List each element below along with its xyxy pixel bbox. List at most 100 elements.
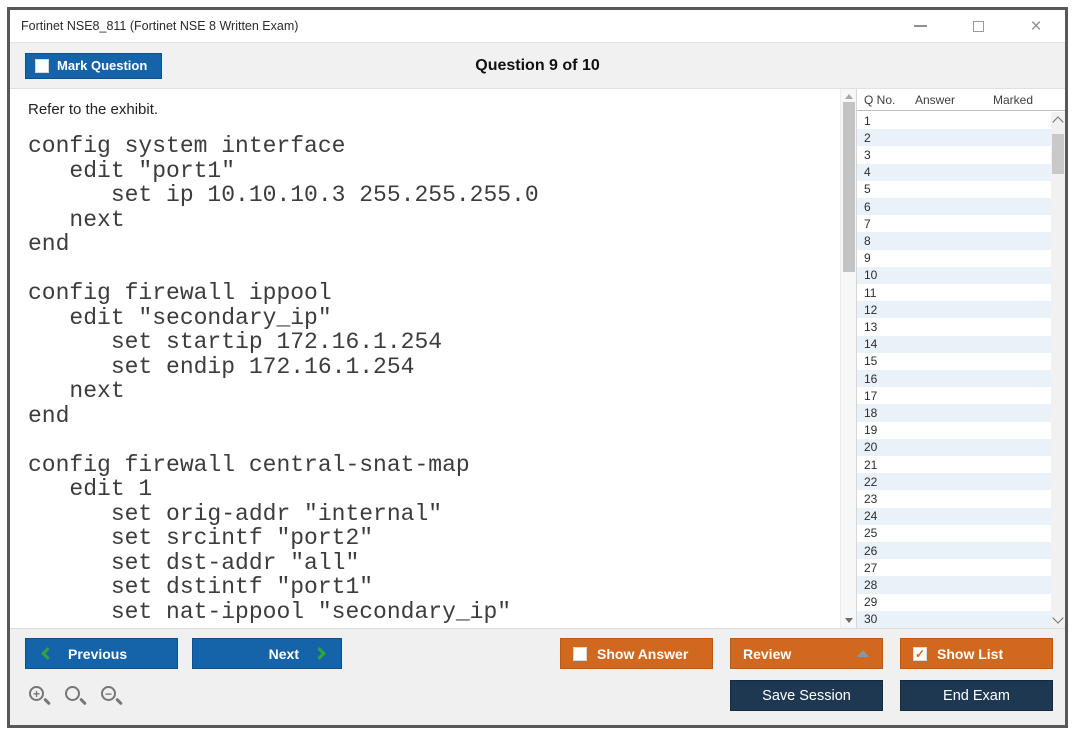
question-number: 9 bbox=[864, 251, 871, 266]
question-list: 1 2 3 4 5 6 7 8 9 10 bbox=[857, 112, 1065, 629]
mark-question-label: Mark Question bbox=[57, 58, 148, 73]
question-list-header: Q No. Answer Marked bbox=[857, 89, 1065, 111]
zoom-controls: + − bbox=[28, 685, 124, 709]
question-list-row[interactable]: 3 bbox=[857, 146, 1065, 164]
question-number: 15 bbox=[864, 354, 878, 369]
question-list-row[interactable]: 7 bbox=[857, 215, 1065, 233]
review-button[interactable]: Review bbox=[730, 638, 883, 669]
question-number: 5 bbox=[864, 182, 871, 197]
question-list-row[interactable]: 23 bbox=[857, 490, 1065, 508]
question-list-row[interactable]: 29 bbox=[857, 593, 1065, 611]
question-list-row[interactable]: 19 bbox=[857, 421, 1065, 439]
zoom-reset-icon[interactable] bbox=[64, 685, 88, 709]
close-icon[interactable]: × bbox=[1030, 15, 1042, 37]
question-list-row[interactable]: 25 bbox=[857, 524, 1065, 543]
previous-label: Previous bbox=[68, 645, 128, 662]
end-exam-button[interactable]: End Exam bbox=[900, 680, 1053, 711]
minimize-icon[interactable] bbox=[909, 15, 931, 37]
column-marked: Marked bbox=[993, 92, 1034, 107]
question-number: 8 bbox=[864, 234, 871, 249]
question-number: 24 bbox=[864, 509, 878, 524]
column-answer: Answer bbox=[915, 92, 956, 107]
next-button[interactable]: Next bbox=[192, 638, 342, 669]
question-list-panel: Q No. Answer Marked 1 2 3 4 5 6 7 bbox=[856, 89, 1065, 629]
list-scroll-up-icon[interactable] bbox=[1052, 116, 1064, 128]
show-list-checkbox[interactable]: ✓ bbox=[913, 646, 927, 661]
question-list-row[interactable]: 8 bbox=[857, 232, 1065, 250]
mark-question-checkbox[interactable] bbox=[35, 58, 49, 73]
main-scrollbar[interactable] bbox=[840, 89, 856, 628]
chevron-right-icon bbox=[313, 647, 326, 660]
question-list-row[interactable]: 21 bbox=[857, 456, 1065, 474]
question-number: 12 bbox=[864, 302, 878, 317]
previous-button[interactable]: Previous bbox=[25, 638, 178, 669]
question-list-row[interactable]: 26 bbox=[857, 542, 1065, 560]
maximize-icon[interactable] bbox=[967, 15, 989, 37]
show-list-label: Show List bbox=[937, 645, 1004, 662]
end-exam-label: End Exam bbox=[943, 687, 1010, 704]
footer-bar: Previous Next Show Answer Review ✓ Show … bbox=[10, 628, 1065, 725]
question-list-row[interactable]: 11 bbox=[857, 284, 1065, 302]
show-list-button[interactable]: ✓ Show List bbox=[900, 638, 1053, 669]
question-list-scrollbar[interactable] bbox=[1051, 112, 1065, 628]
question-list-row[interactable]: 15 bbox=[857, 352, 1065, 371]
question-number: 19 bbox=[864, 423, 878, 438]
question-number: 20 bbox=[864, 440, 878, 455]
question-number: 4 bbox=[864, 165, 871, 180]
question-number: 18 bbox=[864, 406, 878, 421]
zoom-out-icon[interactable]: − bbox=[100, 685, 124, 709]
question-number: 11 bbox=[864, 285, 877, 300]
question-list-row[interactable]: 12 bbox=[857, 301, 1065, 319]
question-number: 21 bbox=[864, 457, 878, 472]
question-number: 29 bbox=[864, 595, 878, 610]
question-list-row[interactable]: 17 bbox=[857, 387, 1065, 405]
question-number: 1 bbox=[864, 113, 871, 128]
show-answer-button[interactable]: Show Answer bbox=[560, 638, 713, 669]
question-list-row[interactable]: 28 bbox=[857, 576, 1065, 594]
question-number: 28 bbox=[864, 578, 878, 593]
window-title: Fortinet NSE8_811 (Fortinet NSE 8 Writte… bbox=[21, 19, 299, 33]
question-number: 30 bbox=[864, 612, 878, 627]
question-number: 17 bbox=[864, 388, 878, 403]
question-area: Refer to the exhibit. config system inte… bbox=[10, 89, 840, 628]
title-bar: Fortinet NSE8_811 (Fortinet NSE 8 Writte… bbox=[10, 10, 1065, 43]
zoom-in-icon[interactable]: + bbox=[28, 685, 52, 709]
dropdown-up-icon bbox=[857, 650, 869, 657]
save-session-button[interactable]: Save Session bbox=[730, 680, 883, 711]
window-controls: × bbox=[909, 10, 1057, 42]
list-scrollbar-thumb[interactable] bbox=[1052, 134, 1064, 174]
question-list-row[interactable]: 16 bbox=[857, 370, 1065, 388]
show-answer-checkbox[interactable] bbox=[573, 646, 587, 661]
exam-header: Mark Question Question 9 of 10 bbox=[10, 43, 1065, 89]
question-list-row[interactable]: 4 bbox=[857, 163, 1065, 181]
main-scrollbar-thumb[interactable] bbox=[843, 102, 855, 272]
question-list-row[interactable]: 18 bbox=[857, 404, 1065, 422]
save-session-label: Save Session bbox=[762, 687, 851, 704]
question-number: 7 bbox=[864, 216, 871, 231]
scroll-up-icon[interactable] bbox=[841, 89, 856, 104]
question-list-row[interactable]: 1 bbox=[857, 112, 1065, 130]
question-counter: Question 9 of 10 bbox=[475, 56, 600, 74]
question-list-row[interactable]: 22 bbox=[857, 473, 1065, 491]
question-number: 22 bbox=[864, 474, 878, 489]
question-list-row[interactable]: 30 bbox=[857, 610, 1065, 629]
question-list-row[interactable]: 27 bbox=[857, 559, 1065, 577]
question-number: 26 bbox=[864, 543, 878, 558]
question-list-row[interactable]: 14 bbox=[857, 335, 1065, 353]
question-list-row[interactable]: 13 bbox=[857, 318, 1065, 336]
question-number: 27 bbox=[864, 560, 878, 575]
question-list-row[interactable]: 9 bbox=[857, 249, 1065, 267]
question-list-row[interactable]: 20 bbox=[857, 438, 1065, 457]
question-list-row[interactable]: 10 bbox=[857, 266, 1065, 285]
question-list-row[interactable]: 24 bbox=[857, 507, 1065, 525]
question-number: 2 bbox=[864, 130, 871, 145]
scroll-down-icon[interactable] bbox=[841, 613, 856, 628]
exam-window: Fortinet NSE8_811 (Fortinet NSE 8 Writte… bbox=[7, 7, 1068, 728]
list-scroll-down-icon[interactable] bbox=[1052, 612, 1064, 624]
question-list-row[interactable]: 2 bbox=[857, 129, 1065, 147]
question-number: 25 bbox=[864, 526, 878, 541]
question-list-row[interactable]: 6 bbox=[857, 198, 1065, 216]
question-list-row[interactable]: 5 bbox=[857, 180, 1065, 199]
review-label: Review bbox=[743, 645, 792, 662]
mark-question-button[interactable]: Mark Question bbox=[25, 52, 163, 79]
